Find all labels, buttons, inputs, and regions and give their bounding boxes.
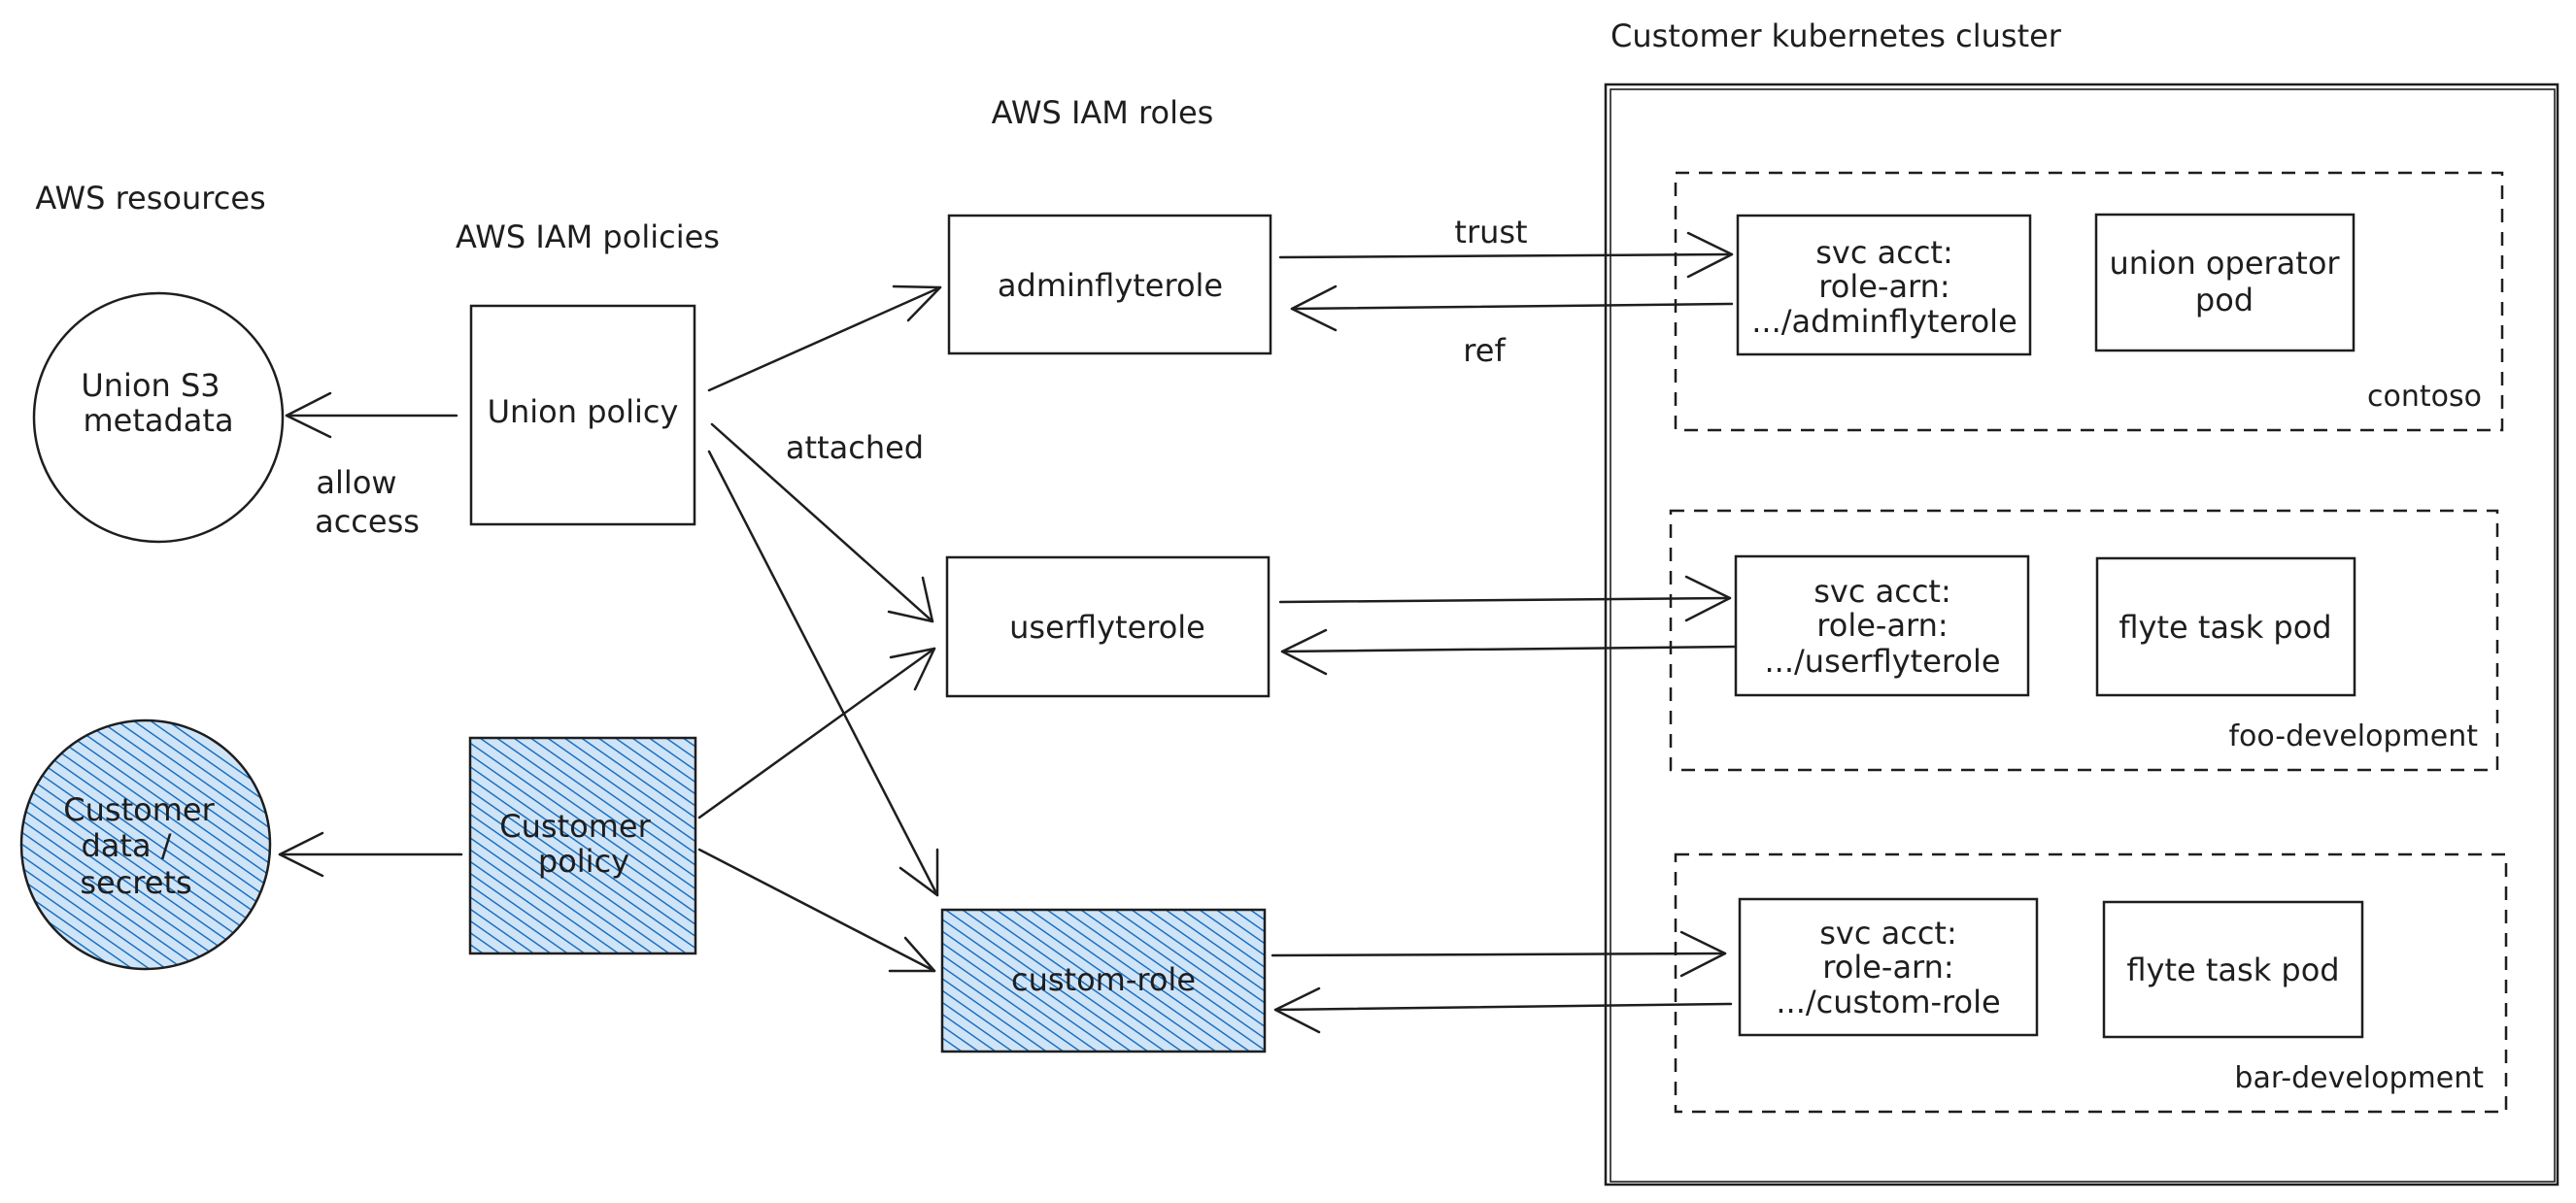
resource-line: secrets [80,864,191,901]
svc-line: role-arn: [1818,268,1949,305]
resource-line: Customer [63,791,215,828]
policy-line: Union policy [488,393,679,430]
section-aws-resources: AWS resources [35,180,265,217]
edge-union-to-custom [707,450,939,897]
pod-flyte-task-bar [2102,900,2364,1039]
edge-allow-customer-data [278,831,463,878]
svc-account-custom [1738,897,2039,1037]
edge-label-trust: trust [1454,214,1527,251]
section-cluster: Customer kubernetes cluster [1610,17,2062,54]
edge-union-to-admin [707,284,942,392]
pod-flyte-task-foo [2095,556,2356,697]
edge-custom-trust [1271,930,1727,978]
resource-line: metadata [83,402,233,439]
svc-account-admin [1736,214,2032,356]
policy-union [469,304,696,526]
edge-union-to-user [710,422,934,623]
resource-line: data / [81,827,171,864]
role-label: adminflyterole [998,267,1223,304]
svc-line: svc acct: [1815,234,1953,271]
pod-line: pod [2195,282,2254,318]
edge-label-attached: attached [786,429,924,466]
svc-line: .../custom-role [1776,984,2000,1020]
svc-line: svc acct: [1813,573,1951,610]
role-user [945,555,1271,698]
pod-line: flyte task pod [2126,952,2339,988]
resource-customer-data [19,718,272,971]
svc-account-user [1734,554,2030,697]
edge-label-allow: access [315,503,420,540]
edge-admin-trust [1278,231,1734,279]
policy-line: Customer [499,808,651,845]
svc-line: role-arn: [1822,949,1953,986]
policy-customer [468,736,697,955]
role-label: userflyterole [1009,609,1205,646]
edge-label-ref: ref [1463,332,1506,369]
cluster-frame-sketch [1610,88,2556,1183]
role-custom [940,908,1267,1053]
section-iam-roles: AWS IAM roles [992,94,1214,131]
resource-line: Union S3 [81,367,220,404]
namespace-foo-development [1669,509,2499,772]
section-iam-policies: AWS IAM policies [456,218,720,255]
edge-customer-to-custom [697,848,936,973]
edge-customer-to-user [697,647,936,819]
svc-line: .../userflyterole [1764,643,2000,680]
role-label: custom-role [1011,961,1196,998]
role-admin [947,214,1272,355]
namespace-label: contoso [2367,380,2482,414]
resource-union-s3 [32,291,285,544]
svc-line: .../adminflyterole [1751,303,2017,340]
namespace-bar-development [1674,852,2508,1114]
edge-user-trust [1278,575,1732,622]
policy-line: policy [538,843,629,880]
namespace-contoso [1674,171,2504,432]
edge-user-ref [1280,628,1738,676]
namespace-label: bar-development [2234,1061,2484,1095]
namespace-label: foo-development [2228,719,2478,753]
svc-line: svc acct: [1819,915,1957,952]
edge-custom-ref [1273,986,1733,1034]
edge-admin-ref [1290,284,1734,332]
svc-line: role-arn: [1816,607,1948,644]
edge-allow-union-s3 [285,391,458,439]
pod-line: union operator [2109,245,2340,282]
edge-label-allow: allow [316,464,396,501]
pod-line: flyte task pod [2118,609,2331,646]
pod-union-operator [2094,213,2356,352]
